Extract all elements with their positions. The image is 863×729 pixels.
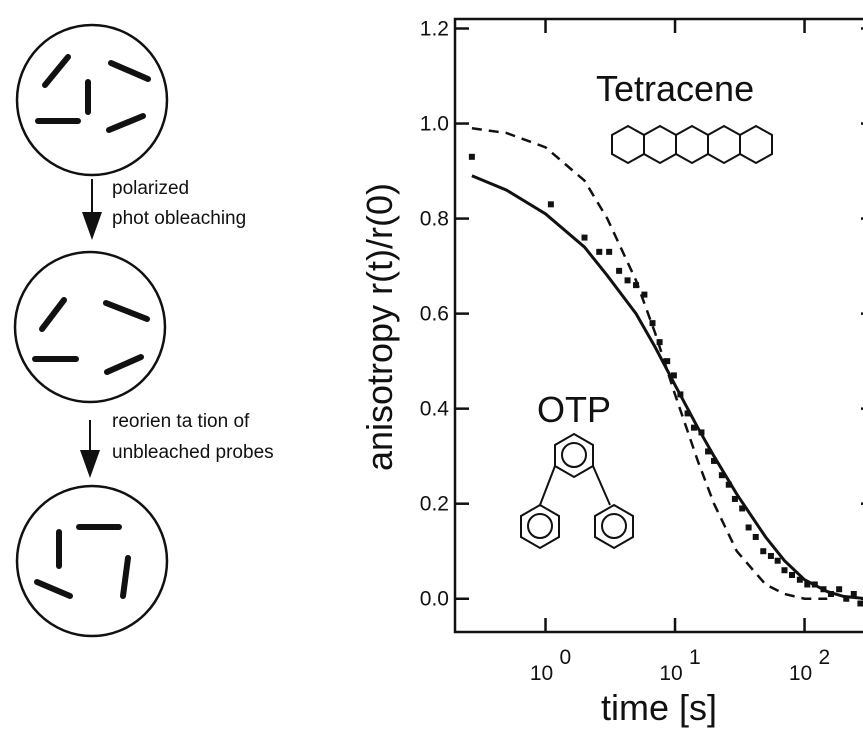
data-point <box>760 548 767 555</box>
data-point <box>850 590 857 597</box>
data-point <box>843 595 850 602</box>
data-point <box>633 282 640 289</box>
x-tick-label-exponent: 2 <box>819 646 831 669</box>
data-point <box>796 576 803 583</box>
x-axis-title: time [s] <box>601 687 717 728</box>
probe-circle-initial <box>15 23 169 177</box>
x-tick-label-base: 10 <box>789 662 812 685</box>
benzene-ring-inner <box>561 442 587 468</box>
probe-stick <box>39 297 67 332</box>
benzene-ring-icon <box>707 124 741 165</box>
data-point <box>774 557 781 564</box>
series-layer <box>468 127 863 607</box>
probe-stick <box>103 300 150 322</box>
y-tick-label: 0.0 <box>420 588 449 611</box>
data-point <box>670 372 677 379</box>
data-point <box>690 424 697 431</box>
data-point <box>596 248 603 255</box>
y-tick-label: 0.4 <box>420 398 450 421</box>
probe-stick <box>104 354 144 375</box>
benzene-ring-icon <box>594 503 634 550</box>
data-point <box>711 457 718 464</box>
y-axis-title: anisotropy r(t)/r(0) <box>359 183 400 471</box>
schematic: polarized phot obleaching reorien ta tio… <box>13 23 274 638</box>
y-tick-label: 1.2 <box>420 18 449 41</box>
y-axis-ticks: 0.0 0.2 0.4 0.6 0.8 1.0 1.2 <box>420 18 863 611</box>
otp-bond <box>539 465 556 506</box>
benzene-ring-icon <box>643 124 677 165</box>
data-point <box>767 552 774 559</box>
benzene-ring-icon <box>739 124 773 165</box>
fit-curve-solid <box>471 174 863 600</box>
data-point <box>739 505 746 512</box>
benzene-ring-inner <box>601 513 627 539</box>
probe-sticks-bleached <box>32 297 150 375</box>
x-tick-label-base: 10 <box>530 662 553 685</box>
step1-label-line1: polarized <box>112 178 189 199</box>
data-point <box>606 248 613 255</box>
data-point <box>468 153 475 160</box>
x-tick-label-base: 10 <box>659 662 682 685</box>
x-tick-label-exponent: 0 <box>560 646 572 669</box>
step1-label-line2: phot obleaching <box>112 208 246 229</box>
data-point <box>664 358 671 365</box>
fit-curve-dashed <box>471 127 828 600</box>
data-point <box>624 277 631 284</box>
data-point <box>547 201 554 208</box>
benzene-ring-inner <box>527 513 553 539</box>
data-point <box>656 339 663 346</box>
probe-stick <box>106 113 146 133</box>
data-point <box>581 234 588 241</box>
data-point <box>781 567 788 574</box>
arrow-head <box>82 212 102 240</box>
data-point <box>649 320 656 327</box>
step2-label-line2: unbleached probes <box>112 442 274 463</box>
data-point <box>804 581 811 588</box>
y-tick-label: 0.2 <box>420 493 449 516</box>
benzene-ring-icon <box>675 124 709 165</box>
data-point <box>718 472 725 479</box>
benzene-ring-icon <box>611 124 645 165</box>
data-point <box>857 600 863 607</box>
data-point <box>684 410 691 417</box>
probe-sticks-initial <box>35 54 151 133</box>
x-tick-label-exponent: 1 <box>689 646 701 669</box>
annotation-tetracene: Tetracene <box>596 68 754 109</box>
probe-stick <box>42 54 71 88</box>
data-point <box>745 524 752 531</box>
data-point <box>752 533 759 540</box>
plot-frame <box>453 17 863 634</box>
y-tick-label: 1.0 <box>420 113 449 136</box>
benzene-ring-icon <box>554 432 594 479</box>
y-tick-label: 0.8 <box>420 208 449 231</box>
benzene-ring-icon <box>520 503 560 550</box>
anisotropy-chart: 0.0 0.2 0.4 0.6 0.8 1.0 1.2 10 0 10 1 10 2 anisotro… <box>359 18 863 728</box>
probe-stick <box>108 60 151 82</box>
otp-structure-icon <box>520 432 634 550</box>
data-point <box>616 267 623 274</box>
otp-bond <box>592 465 611 506</box>
y-tick-label: 0.6 <box>420 303 449 326</box>
data-point <box>705 448 712 455</box>
annotation-otp: OTP <box>537 389 611 430</box>
data-point <box>725 481 732 488</box>
x-axis-ticks: 10 0 10 1 10 2 <box>530 19 830 685</box>
step2-label-line1: reorien ta tion of <box>112 411 250 432</box>
data-point <box>731 495 738 502</box>
data-point <box>641 291 648 298</box>
data-point <box>836 586 843 593</box>
probe-stick <box>120 555 131 599</box>
probe-circle-reoriented <box>15 484 169 638</box>
tetracene-structure-icon <box>611 124 773 165</box>
probe-stick <box>34 579 73 599</box>
data-point <box>788 571 795 578</box>
arrow-head <box>80 450 100 478</box>
probe-circle-bleached <box>13 250 167 404</box>
probe-sticks-reoriented <box>34 524 131 599</box>
